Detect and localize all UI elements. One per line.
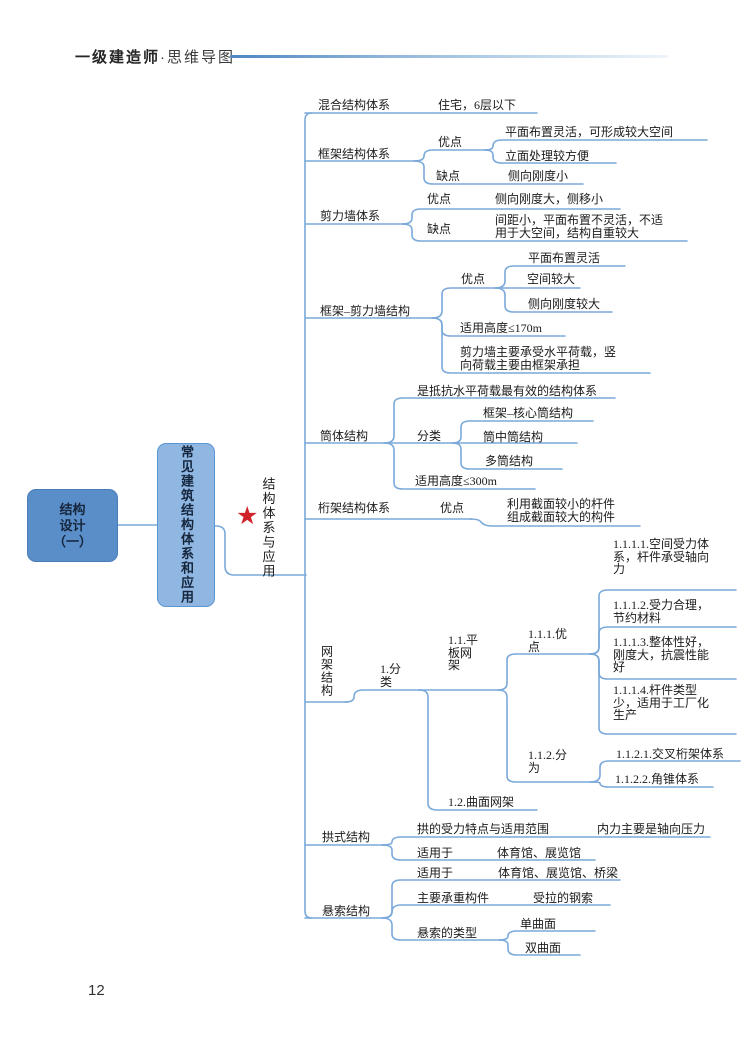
node-level2: 结构体系与应用: [260, 477, 276, 579]
node-truss-pro1: 利用截面较小的杆件 组成截面较大的构件: [507, 497, 616, 524]
node-hybrid-system: 混合结构体系: [318, 98, 391, 112]
node-grid-structure: 网架结构: [319, 645, 334, 697]
node-fsw-height: 适用高度≤170m: [460, 321, 542, 335]
node-shear-pro1: 侧向刚度大，侧移小: [495, 192, 604, 206]
node-susp-member: 主要承重构件: [417, 891, 490, 905]
page-header: 一级建造师·思维导图: [75, 46, 235, 67]
header-brand: 一级建造师: [75, 49, 161, 66]
node-frame-pros: 优点: [438, 135, 463, 149]
node-grid-class: 1.分 类: [380, 662, 402, 689]
header-separator: ·: [160, 49, 168, 66]
node-arch-use-value: 体育馆、展览馆: [497, 846, 582, 860]
node-frame-shear-wall: 框架–剪力墙结构: [320, 304, 411, 318]
node-fsw-note: 剪力墙主要承受水平荷载，竖 向荷载主要由框架承担: [460, 345, 617, 372]
node-grid-1-1-1-2: 1.1.1.2.受力合理， 节约材料: [613, 598, 710, 625]
node-susp-type: 悬索的类型: [417, 926, 478, 940]
node-arch-note: 拱的受力特点与适用范围: [417, 822, 550, 836]
node-grid-1-1-2-2: 1.1.2.2.角锥体系: [615, 772, 700, 786]
node-tube-structure: 筒体结构: [320, 429, 369, 443]
node-susp-type1: 单曲面: [520, 917, 557, 931]
node-fsw-pro1: 平面布置灵活: [528, 251, 601, 265]
node-susp-use: 适用于: [417, 866, 454, 880]
node-fsw-pros: 优点: [461, 272, 486, 286]
node-level1: 常见建筑结构体系和应用: [179, 445, 194, 605]
node-grid-1-1-2-1: 1.1.2.1.交叉桁架体系: [616, 747, 725, 761]
page-number: 12: [88, 982, 105, 999]
node-frame-pro2: 立面处理较方便: [505, 149, 590, 163]
star-icon: ★: [236, 501, 259, 530]
header-title: 思维导图: [167, 49, 236, 66]
node-suspension-structure: 悬索结构: [322, 904, 371, 918]
node-tube-c3: 多筒结构: [485, 454, 534, 468]
node-frame-con1: 侧向刚度小: [508, 169, 569, 183]
node-shear-pros: 优点: [427, 192, 452, 206]
node-level1-container: 常见建筑结构体系和应用: [157, 443, 215, 607]
node-arch-use: 适用于: [417, 846, 454, 860]
node-tube-c2: 筒中筒结构: [483, 430, 544, 444]
node-shear-wall-system: 剪力墙体系: [320, 209, 381, 223]
node-shear-cons: 缺点: [427, 222, 452, 236]
node-grid-1-1: 1.1.平 板网 架: [448, 633, 479, 672]
node-grid-1-1-1-4: 1.1.1.4.杆件类型 少，适用于工厂化 生产: [613, 683, 710, 722]
node-grid-1-1-1-3: 1.1.1.3.整体性好， 刚度大，抗震性能 好: [613, 635, 710, 674]
node-frame-system: 框架结构体系: [318, 147, 391, 161]
node-grid-1-2: 1.2.曲面网架: [448, 795, 515, 809]
node-arch-structure: 拱式结构: [322, 830, 371, 844]
node-tube-height: 适用高度≤300m: [415, 474, 497, 488]
header-rule: [230, 55, 668, 58]
node-frame-pro1: 平面布置灵活，可形成较大空间: [505, 125, 674, 139]
node-grid-1-1-1-1: 1.1.1.1.空间受力体 系，杆件承受轴向 力: [613, 537, 710, 576]
node-shear-con1: 间距小，平面布置不灵活，不适 用于大空间，结构自重较大: [495, 213, 664, 240]
node-grid-1-1-2: 1.1.2.分 为: [528, 748, 568, 775]
node-grid-1-1-1: 1.1.1.优 点: [528, 627, 568, 654]
node-tube-c1: 框架–核心筒结构: [483, 406, 574, 420]
node-root: 结构 设计 （一）: [27, 489, 118, 562]
node-susp-use-value: 体育馆、展览馆、桥梁: [498, 866, 619, 880]
node-hybrid-use: 住宅，6层以下: [438, 98, 517, 112]
node-susp-member-value: 受拉的钢索: [533, 891, 594, 905]
node-frame-cons: 缺点: [436, 169, 461, 183]
node-fsw-pro3: 侧向刚度较大: [528, 297, 601, 311]
node-tube-class: 分类: [417, 429, 442, 443]
node-truss-system: 桁架结构体系: [318, 501, 391, 515]
node-tube-note: 是抵抗水平荷载最有效的结构体系: [417, 384, 598, 398]
node-fsw-pro2: 空间较大: [527, 272, 576, 286]
node-susp-type2: 双曲面: [525, 941, 562, 955]
node-arch-note-value: 内力主要是轴向压力: [597, 822, 706, 836]
node-truss-pros: 优点: [440, 501, 465, 515]
